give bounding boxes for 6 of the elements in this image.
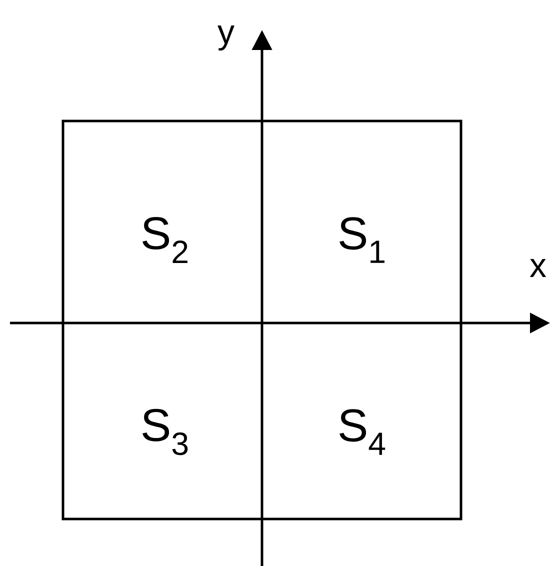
region-label: S$_{4}$ [340,409,386,455]
region-label: S$_{2}$ [142,216,188,264]
axis-label: x [530,259,546,277]
axis-label: y [218,26,234,51]
region-label: S$_{3}$ [142,408,188,456]
region-label: S$_{1}$ [340,217,384,263]
